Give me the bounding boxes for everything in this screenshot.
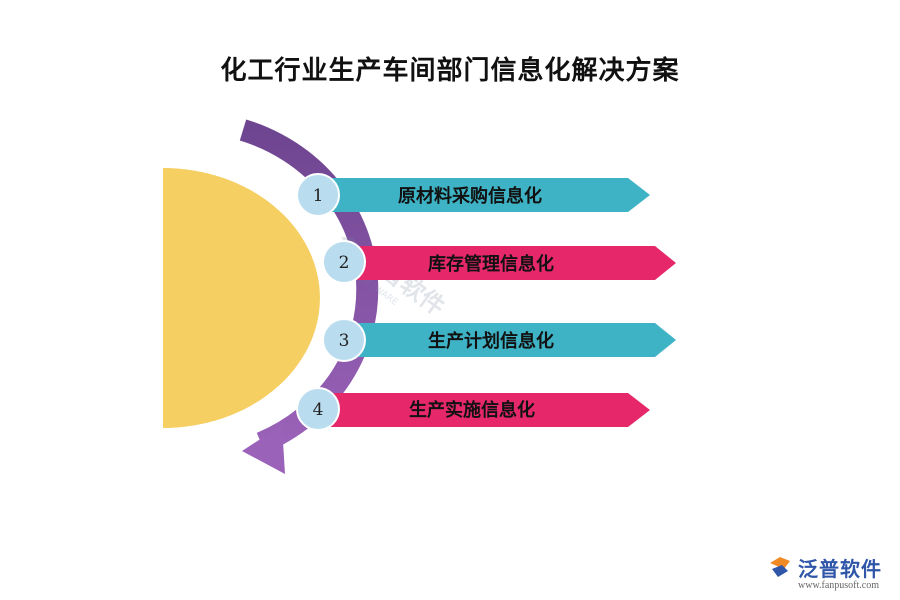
list-item: 4 生产实施信息化 xyxy=(296,387,650,431)
item-number: 4 xyxy=(313,400,324,420)
list-item: 1 原材料采购信息化 xyxy=(296,173,650,217)
item-number: 1 xyxy=(313,186,324,206)
list-item: 2 库存管理信息化 xyxy=(322,240,676,284)
brand-url: www.fanpusoft.com xyxy=(798,580,880,591)
curved-arrow-head xyxy=(242,425,285,474)
list-item: 3 生产计划信息化 xyxy=(322,318,676,362)
item-number-circle xyxy=(322,318,366,362)
item-label: 生产计划信息化 xyxy=(428,330,554,352)
item-label: 原材料采购信息化 xyxy=(398,185,542,207)
item-banner xyxy=(346,246,676,280)
item-number-circle xyxy=(296,173,340,217)
item-banner xyxy=(322,178,650,212)
half-circle-shape xyxy=(163,168,320,428)
page-title: 化工行业生产车间部门信息化解决方案 xyxy=(220,56,680,86)
item-number: 3 xyxy=(339,331,350,351)
item-label: 生产实施信息化 xyxy=(409,399,535,421)
brand-name: 泛普软件 xyxy=(798,557,882,581)
item-number-circle xyxy=(296,387,340,431)
item-banner xyxy=(346,323,676,357)
item-number: 2 xyxy=(339,253,350,273)
fanpu-logo-icon xyxy=(770,557,790,577)
item-banner xyxy=(322,393,650,427)
item-label: 库存管理信息化 xyxy=(428,253,554,275)
item-number-circle xyxy=(322,240,366,284)
brand-logo: 泛普软件 www.fanpusoft.com xyxy=(768,553,893,595)
